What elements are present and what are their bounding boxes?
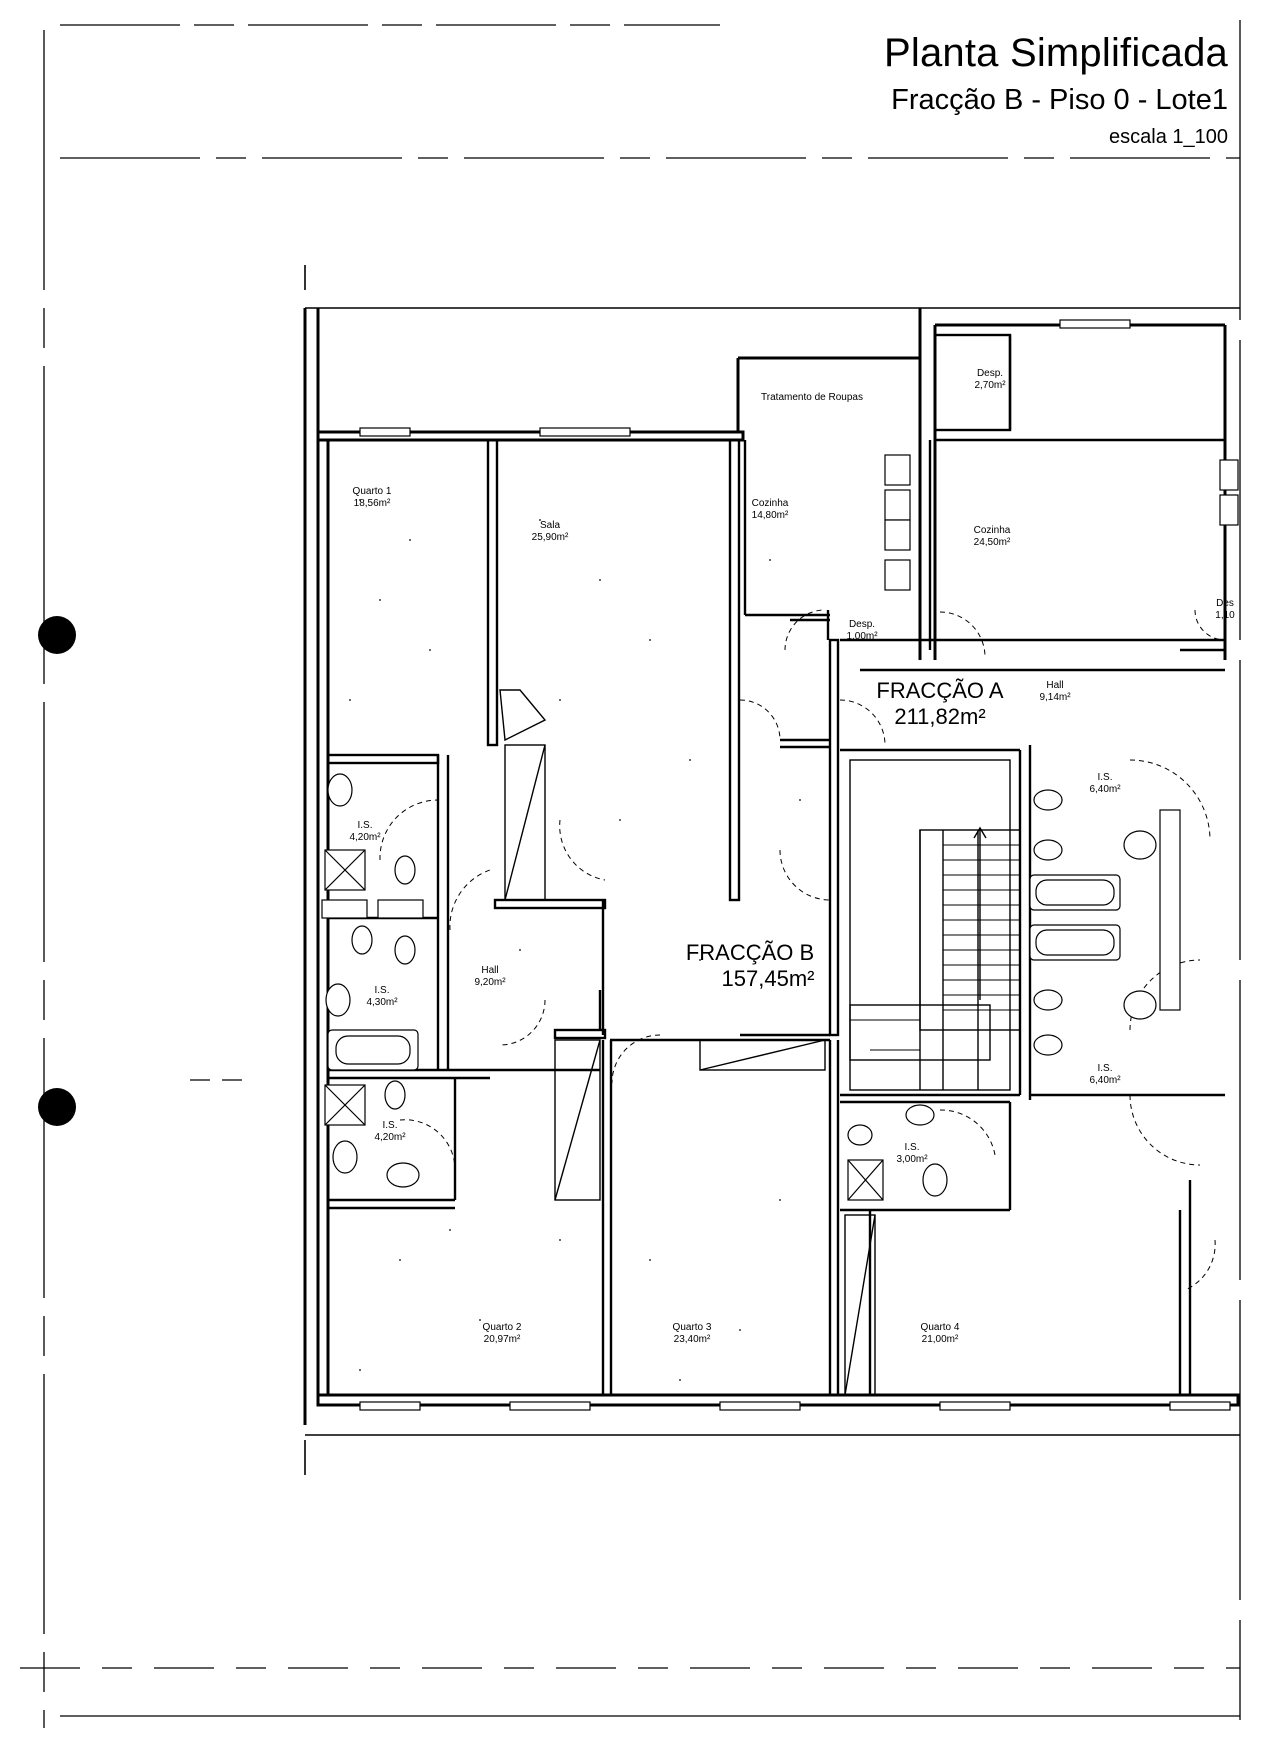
room-name: Cozinha [751,498,789,509]
room-label-sala: Sala 25,90m² [532,520,569,544]
room-label-cozinha-a: Cozinha 24,50m² [974,525,1011,549]
shafts [499,689,876,1396]
room-name: I.S. [357,820,373,831]
punch-hole [38,616,76,654]
room-label-cozinha-b: Cozinha 14,80m² [752,498,789,522]
drawing-scale: escala 1_100 [1109,126,1228,148]
room-label-is-1: I.S. 4,20m² [349,820,380,844]
room-name: Cozinha [973,525,1011,536]
room-name: Des [1216,598,1234,609]
room-area: 14,80m² [751,510,789,521]
room-name: Hall [481,965,499,976]
room-label-is-3: I.S. 4,20m² [374,1120,405,1144]
room-label-desp-b: Desp. 1,00m² [846,619,877,643]
drawing-subtitle: Fracção B - Piso 0 - Lote1 [891,84,1228,116]
room-label-hall-a: Hall 9,14m² [1039,680,1070,704]
room-name: I.S. [382,1120,398,1131]
room-name: Tratamento de Roupas [761,392,863,403]
staircase [849,759,1021,1091]
room-name: Hall [1046,680,1064,691]
unit-name: FRACÇÃO B [685,940,815,965]
unit-label-fraccao-b: FRACÇÃO B 157,45m² [686,940,815,992]
floor-hatch [349,499,801,1381]
room-area: 1,00m² [846,631,878,642]
interior-walls [326,333,1225,1397]
room-name: Quarto 3 [672,1322,712,1333]
room-area: 6,40m² [1089,784,1121,795]
room-area: 1,10 [1215,610,1235,621]
unit-label-fraccao-a: FRACÇÃO A 211,82m² [876,678,1003,730]
room-name: I.S. [904,1142,920,1153]
room-area: 18,56m² [353,498,391,509]
room-name: Desp. [848,619,876,630]
room-name: I.S. [1097,772,1113,783]
exterior-walls [303,308,1240,1425]
unit-area: 157,45m² [721,966,815,991]
room-name: Desp. [976,368,1004,379]
room-label-des: Des 1,10 [1215,598,1234,622]
room-area: 2,70m² [974,380,1006,391]
room-label-is-4: I.S. 6,40m² [1089,772,1120,796]
room-area: 20,97m² [483,1334,521,1345]
room-area: 4,20m² [374,1132,406,1143]
windows [359,319,1231,1411]
room-name: I.S. [1097,1063,1113,1074]
room-label-quarto-3: Quarto 3 23,40m² [673,1322,712,1346]
room-name: Quarto 4 [920,1322,960,1333]
sheet-frame [20,20,1241,1728]
title-block: Planta Simplificada Fracção B - Piso 0 -… [884,30,1228,150]
room-label-quarto-2: Quarto 2 20,97m² [483,1322,522,1346]
room-name: I.S. [374,985,390,996]
room-area: 4,20m² [349,832,381,843]
room-label-quarto-4: Quarto 4 21,00m² [921,1322,960,1346]
room-area: 9,14m² [1039,692,1071,703]
room-label-is-6: I.S. 3,00m² [896,1142,927,1166]
plan-boundary [304,265,1240,1475]
room-name: Quarto 1 [352,486,392,497]
room-area: 3,00m² [896,1154,928,1165]
room-area: 25,90m² [531,532,569,543]
room-label-is-2: I.S. 4,30m² [366,985,397,1009]
room-label-desp-a: Desp. 2,70m² [974,368,1005,392]
room-area: 21,00m² [921,1334,959,1345]
drawing-title: Planta Simplificada [884,31,1228,75]
sanitary-fixtures [321,454,1239,1201]
room-area: 24,50m² [973,537,1011,548]
unit-area: 211,82m² [894,704,986,729]
room-label-tratamento-de-roupas: Tratamento de Roupas [761,392,863,404]
room-area: 23,40m² [673,1334,711,1345]
room-name: Sala [539,520,560,531]
room-area: 9,20m² [474,977,506,988]
room-label-is-5: I.S. 6,40m² [1089,1063,1120,1087]
room-area: 6,40m² [1089,1075,1121,1086]
room-label-quarto-1: Quarto 1 18,56m² [353,486,392,510]
punch-hole [38,1088,76,1126]
room-name: Quarto 2 [482,1322,522,1333]
room-label-hall-b: Hall 9,20m² [474,965,505,989]
unit-name: FRACÇÃO A [876,678,1004,703]
room-area: 4,30m² [366,997,398,1008]
